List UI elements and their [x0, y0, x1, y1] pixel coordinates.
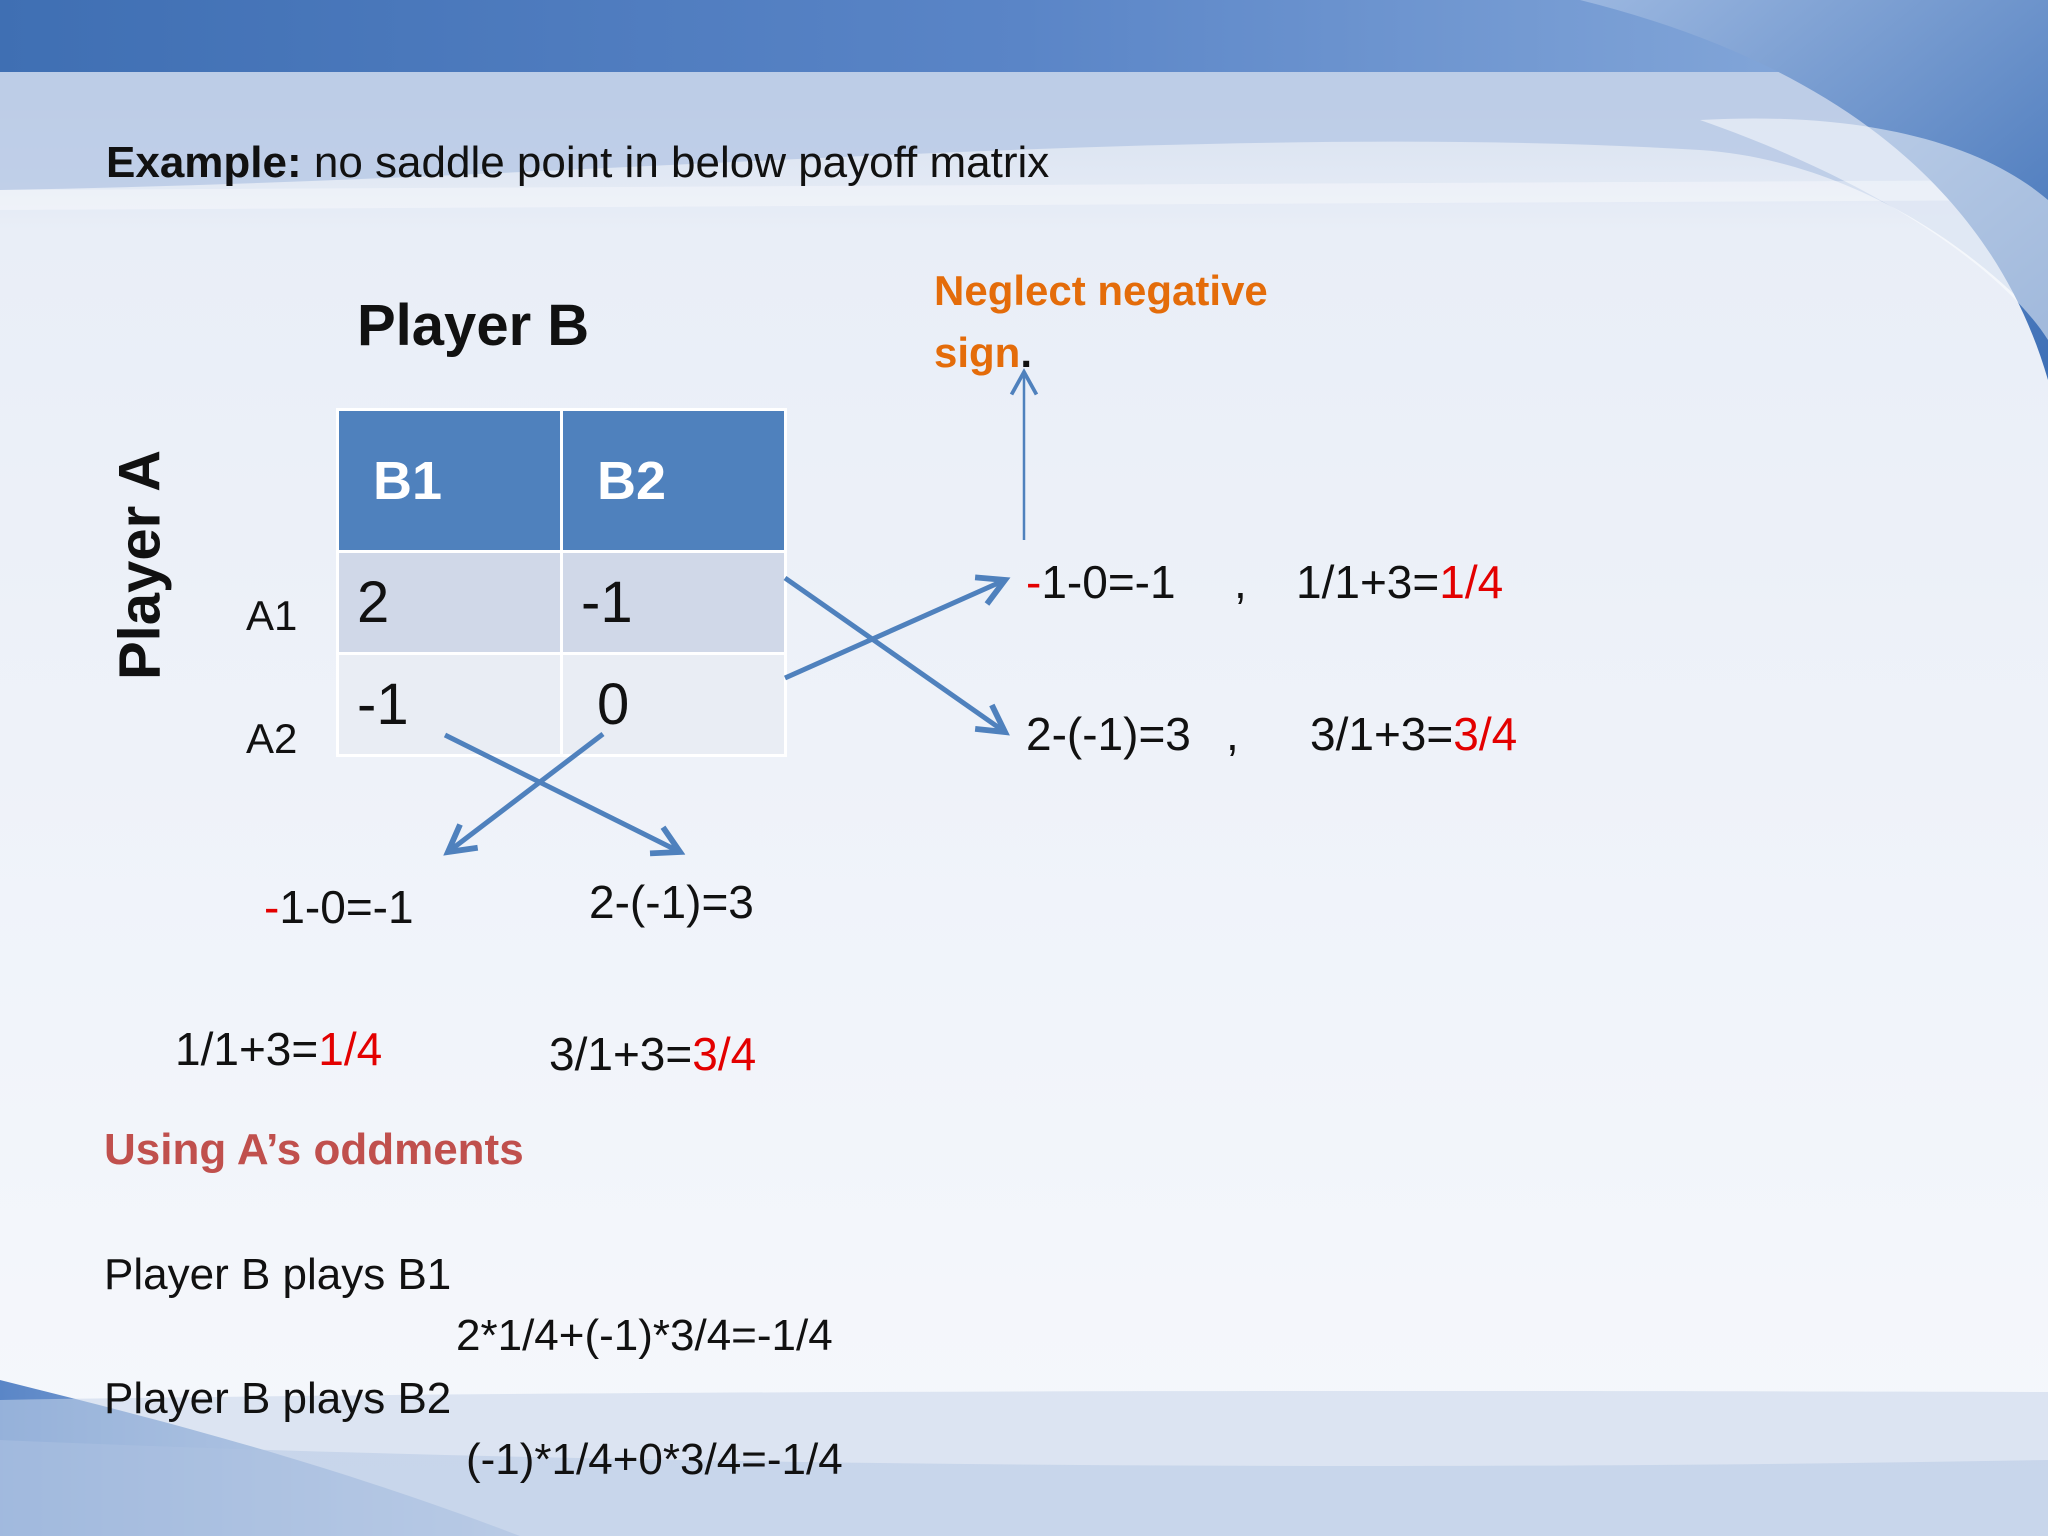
b1-oddment-value: 1-0=-1 — [279, 881, 414, 933]
payoff-matrix: B1 B2 2 -1 -1 0 — [336, 408, 787, 757]
b2-plays-label: Player B plays B2 — [104, 1374, 452, 1423]
a2-probability: 3/1+3=3/4 — [1310, 707, 1517, 761]
matrix-cell-a1-b1: 2 — [336, 550, 563, 655]
b2-prob-value: 3/4 — [692, 1028, 757, 1080]
heading-rest: no saddle point in below payoff matrix — [301, 138, 1050, 187]
a2-prob-prefix: 3/1+3= — [1310, 708, 1454, 760]
b1-prob-prefix: 1/1+3= — [175, 1023, 319, 1075]
matrix-row-a1: 2 -1 — [336, 550, 787, 655]
slide-heading: Example: no saddle point in below payoff… — [106, 138, 1049, 188]
a1-oddment-minus: - — [1026, 556, 1042, 608]
a2-oddment: 2-(-1)=3 — [1026, 708, 1191, 760]
a1-oddment: -1-0=-1 — [1026, 555, 1176, 609]
matrix-header-b1: B1 — [336, 408, 563, 553]
oddments-heading: Using A’s oddments — [104, 1125, 524, 1174]
a1-oddment-value: 1-0=-1 — [1041, 556, 1176, 608]
matrix-header-row: B1 B2 — [336, 408, 787, 553]
row-label-a1: A1 — [246, 592, 298, 639]
neglect-sign-note: Neglect negative sign. — [934, 260, 1268, 384]
a2-comma: , — [1226, 708, 1239, 760]
b2-prob-prefix: 3/1+3= — [549, 1028, 693, 1080]
matrix-row-a2: -1 0 — [336, 652, 787, 757]
b1-prob-value: 1/4 — [318, 1023, 383, 1075]
player-b-label: Player B — [357, 293, 590, 358]
player-a-label: Player A — [107, 450, 173, 680]
heading-bold: Example: — [106, 138, 302, 187]
a2-prob-value: 3/4 — [1453, 708, 1518, 760]
a1-comma: , — [1234, 556, 1247, 608]
b1-oddment-minus: - — [264, 881, 280, 933]
b1-expected-value: 2*1/4+(-1)*3/4=-1/4 — [456, 1311, 833, 1360]
matrix-cell-a1-b2: -1 — [560, 550, 787, 655]
matrix-header-b2: B2 — [560, 408, 787, 553]
a1-probability: 1/1+3=1/4 — [1296, 555, 1503, 609]
a1-prob-value: 1/4 — [1439, 556, 1504, 608]
row-label-a2: A2 — [246, 715, 298, 762]
a1-prob-prefix: 1/1+3= — [1296, 556, 1440, 608]
b1-oddment: -1-0=-1 — [264, 880, 414, 934]
neglect-note-line2: sign — [934, 329, 1021, 376]
neglect-note-line1: Neglect negative — [934, 267, 1268, 314]
b1-plays-label: Player B plays B1 — [104, 1250, 452, 1299]
matrix-cell-a2-b2: 0 — [560, 652, 787, 757]
b2-probability: 3/1+3=3/4 — [549, 1027, 756, 1081]
matrix-cell-a2-b1: -1 — [336, 652, 563, 757]
b2-expected-value: (-1)*1/4+0*3/4=-1/4 — [466, 1435, 843, 1484]
b2-oddment: 2-(-1)=3 — [589, 876, 754, 928]
b1-probability: 1/1+3=1/4 — [175, 1022, 382, 1076]
neglect-note-dot: . — [1020, 329, 1033, 376]
